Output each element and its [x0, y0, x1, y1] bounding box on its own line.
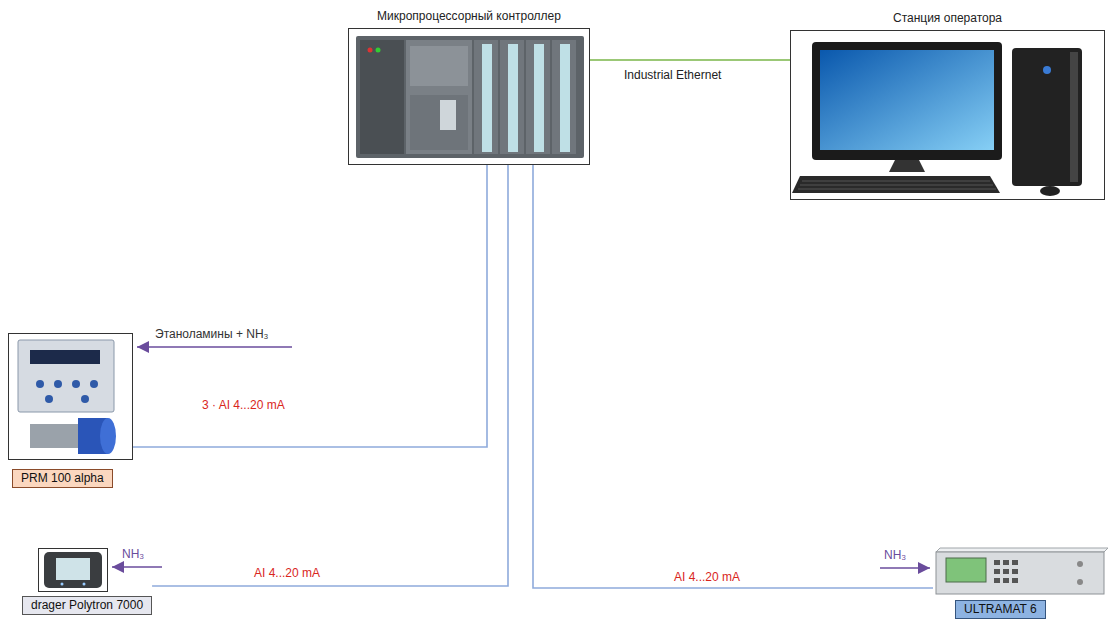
device-frame [790, 30, 1105, 200]
controller-box: Микропроцессорный контроллер [348, 9, 590, 165]
signal-label: Industrial Ethernet [622, 68, 723, 83]
device-label: ULTRAMAT 6 [955, 600, 1046, 619]
device-frame [348, 28, 590, 165]
signal-line [152, 165, 508, 586]
device-title: Микропроцессорный контроллер [377, 9, 561, 24]
medium-label: Этаноламины + NH₃ [155, 327, 268, 342]
signal-line [133, 165, 487, 447]
signal-label: 3 · AI 4...20 mA [200, 398, 287, 413]
sample-arrow [137, 346, 292, 348]
prm-picture [18, 340, 116, 454]
device-frame [8, 333, 133, 460]
device-frame [38, 548, 108, 592]
sample-arrow [880, 567, 930, 569]
signal-line [533, 165, 933, 588]
drager-picture [44, 552, 102, 588]
analyzer-box: PRM 100 alpha [8, 333, 133, 488]
sample-arrow [112, 566, 162, 568]
device-label: PRM 100 alpha [12, 469, 113, 488]
signal-line [590, 59, 790, 61]
device-title: Станция оператора [893, 11, 1002, 26]
plc-picture [356, 36, 584, 158]
medium-label: NH₃ [122, 547, 144, 562]
medium-label: NH₃ [884, 548, 906, 563]
signal-label: AI 4...20 mA [672, 570, 742, 585]
operator-station-box: Станция оператора [790, 11, 1105, 200]
signal-label: AI 4...20 mA [252, 566, 322, 581]
gas-analyzer-box: ULTRAMAT 6 [933, 550, 1108, 619]
device-label: drager Polytron 7000 [22, 596, 152, 615]
computer-picture [792, 42, 1082, 196]
ultramat-picture [936, 548, 1108, 594]
device-frame [933, 550, 1108, 597]
